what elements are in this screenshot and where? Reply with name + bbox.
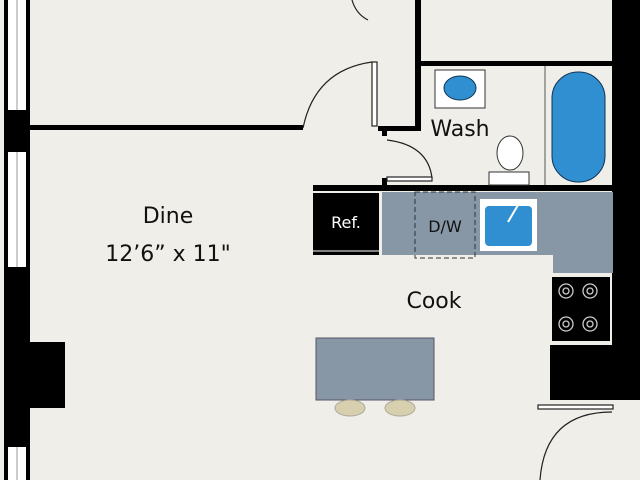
toilet [496, 135, 524, 171]
interior-walls [30, 0, 640, 400]
stove [552, 277, 610, 341]
kitchen: Ref. D/W Cook [313, 191, 613, 417]
stool [334, 399, 366, 417]
refrigerator [313, 193, 379, 255]
dishwasher [414, 191, 476, 259]
refrigerator-label: Ref. [331, 213, 361, 232]
doors [302, 0, 614, 480]
room-label-cook: Cook [406, 289, 461, 314]
stool [384, 399, 416, 417]
kitchen-island [315, 337, 435, 401]
column [4, 342, 65, 408]
left-exterior-wall [4, 0, 65, 480]
bathtub [551, 71, 606, 183]
room-dimensions-dine: 12’6” x 11" [105, 242, 231, 267]
bathroom: Wash [430, 66, 606, 186]
dishwasher-label: D/W [428, 217, 462, 236]
room-label-wash: Wash [430, 117, 489, 142]
room-label-dine: Dine [143, 204, 194, 229]
